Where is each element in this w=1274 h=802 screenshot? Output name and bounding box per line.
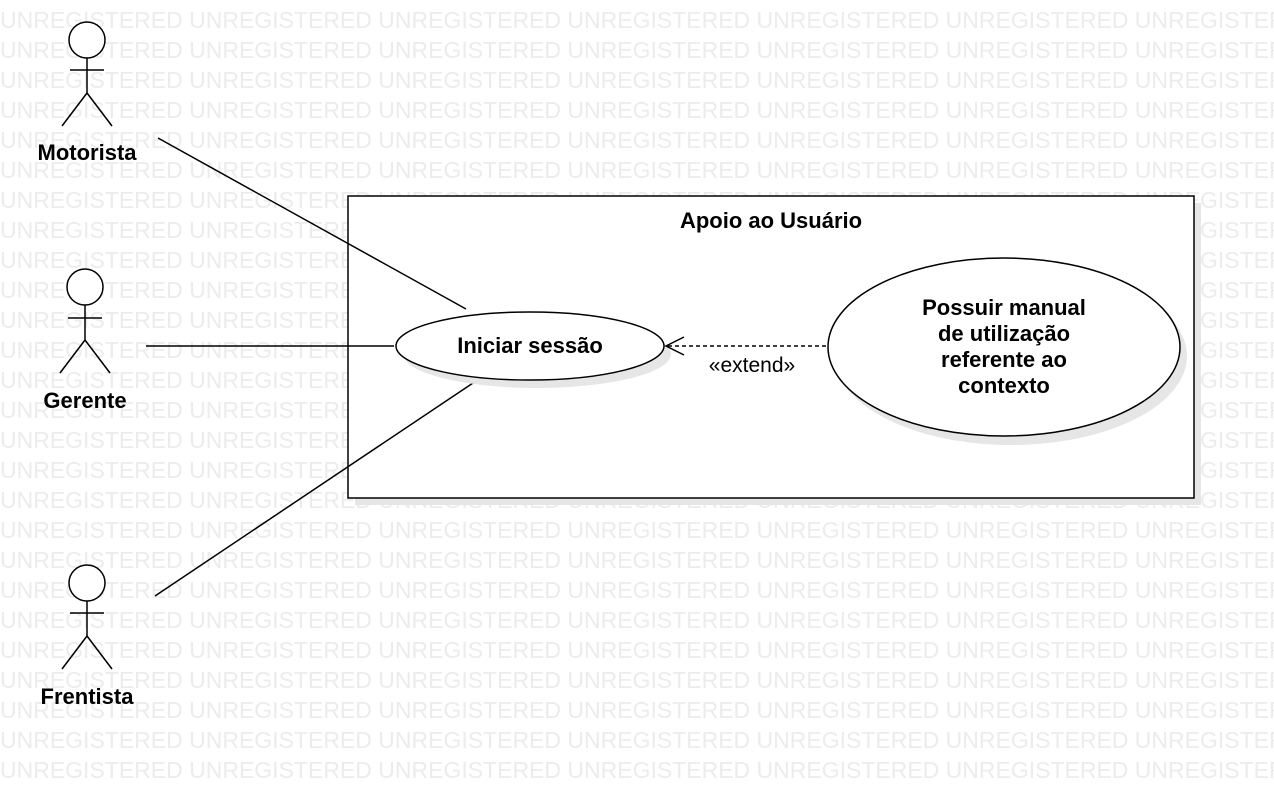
use-case-possuir-manual-label-line4: contexto [958,373,1050,398]
watermark-row: UNREGISTERED UNREGISTERED UNREGISTERED U… [0,757,1274,783]
actor-figure-icon [59,268,111,374]
use-case-possuir-manual-label-line3: referente ao [941,347,1067,372]
use-case-possuir-manual[interactable]: Possuir manual de utilização referente a… [827,257,1187,445]
association-frentista-iniciar-sessao[interactable] [154,380,477,597]
watermark-row: UNREGISTERED UNREGISTERED UNREGISTERED U… [0,67,1274,93]
watermark-row: UNREGISTERED UNREGISTERED UNREGISTERED U… [0,727,1274,753]
extend-relationship[interactable]: «extend» [664,336,826,377]
association-motorista-iniciar-sessao[interactable] [157,137,467,310]
use-case-possuir-manual-label-line2: de utilização [938,321,1070,346]
actor-gerente-label: Gerente [43,388,126,413]
watermark-row: UNREGISTERED UNREGISTERED UNREGISTERED U… [0,637,1274,663]
actor-frentista[interactable]: Frentista [41,564,135,709]
watermark-row: UNREGISTERED UNREGISTERED UNREGISTERED U… [0,697,1274,723]
use-case-iniciar-sessao[interactable]: Iniciar sessão [395,311,671,388]
extend-arrowhead-icon [664,336,685,356]
watermark-row: UNREGISTERED UNREGISTERED UNREGISTERED U… [0,667,1274,693]
watermark-row: UNREGISTERED UNREGISTERED UNREGISTERED U… [0,607,1274,633]
actor-gerente[interactable]: Gerente [43,268,127,413]
use-case-iniciar-sessao-ellipse[interactable] [395,311,665,381]
use-case-possuir-manual-label-line1: Possuir manual [922,295,1086,320]
actor-motorista[interactable]: Motorista [38,21,138,165]
use-case-iniciar-sessao-label: Iniciar sessão [457,333,603,358]
watermark-row: UNREGISTERED UNREGISTERED UNREGISTERED U… [0,7,1274,33]
watermark-row: UNREGISTERED UNREGISTERED UNREGISTERED U… [0,157,1274,183]
watermark-row: UNREGISTERED UNREGISTERED UNREGISTERED U… [0,547,1274,573]
system-boundary-title: Apoio ao Usuário [680,208,862,233]
watermark-row: UNREGISTERED UNREGISTERED UNREGISTERED U… [0,37,1274,63]
actor-figure-icon [61,21,113,127]
watermark-row: UNREGISTERED UNREGISTERED UNREGISTERED U… [0,577,1274,603]
use-case-possuir-manual-ellipse[interactable] [827,257,1181,437]
associations [146,137,477,597]
watermark-row: UNREGISTERED UNREGISTERED UNREGISTERED U… [0,127,1274,153]
actor-figure-icon [61,564,113,670]
watermark-row: UNREGISTERED UNREGISTERED UNREGISTERED U… [0,97,1274,123]
extend-stereotype-label: «extend» [709,354,795,377]
actor-frentista-label: Frentista [41,684,135,709]
watermark-row: UNREGISTERED UNREGISTERED UNREGISTERED U… [0,517,1274,543]
actor-motorista-label: Motorista [38,140,138,165]
